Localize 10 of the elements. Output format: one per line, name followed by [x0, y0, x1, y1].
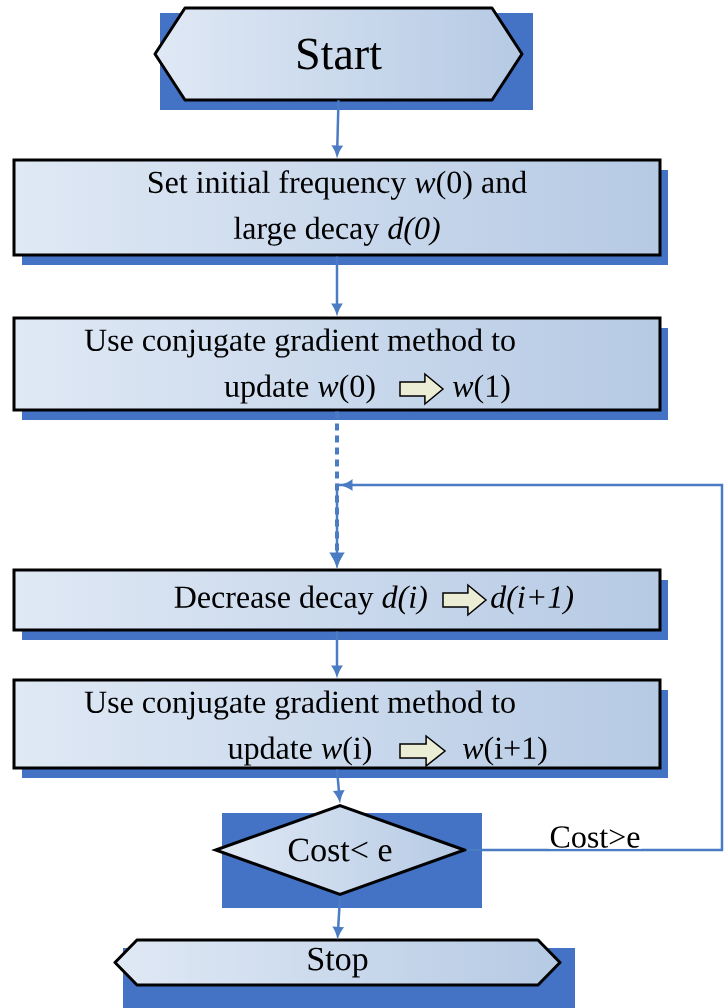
process-box: Use conjugate gradient method to update w(i) w(i+1): [12, 678, 668, 778]
arrow: [332, 256, 342, 314]
process-box: Decrease decay d(i) d(i+1): [12, 568, 668, 640]
arrow: [332, 100, 343, 156]
edge-label: Cost>e: [548, 825, 642, 849]
arrow: [330, 411, 344, 566]
process-box: Use conjugate gradient method to update w(0) w(1): [12, 316, 668, 420]
arrow: [334, 769, 344, 801]
process-box: Set initial frequency w(0) and large decay d(0): [12, 158, 668, 265]
arrow: [332, 631, 342, 676]
